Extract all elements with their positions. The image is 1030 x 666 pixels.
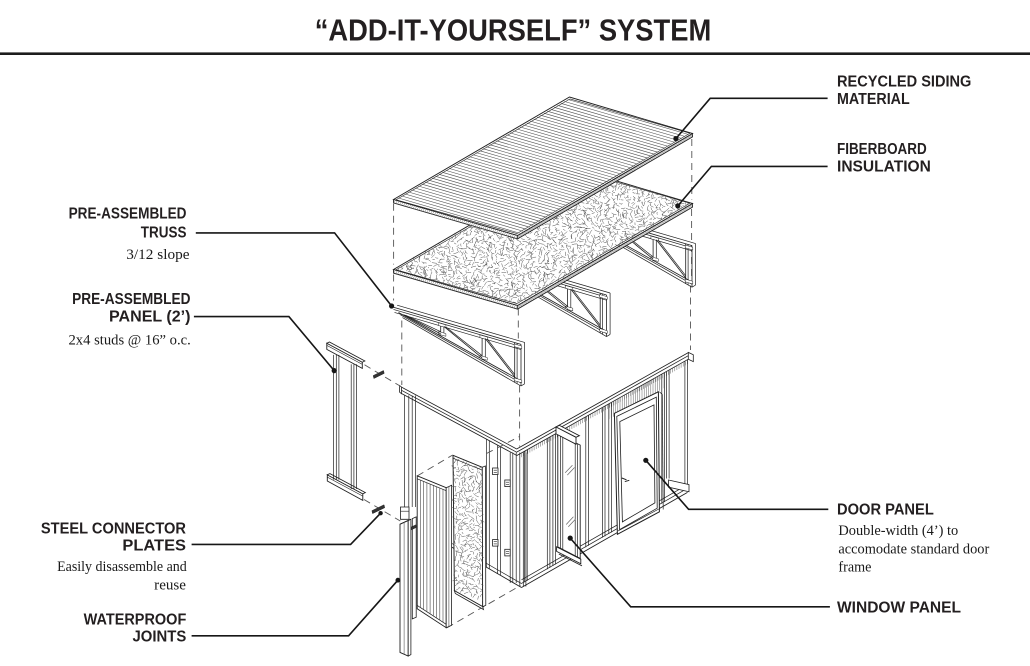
svg-text:accomodate standard door: accomodate standard door <box>838 541 989 557</box>
svg-text:reuse: reuse <box>154 577 186 593</box>
svg-text:2x4 studs @ 16” o.c.: 2x4 studs @ 16” o.c. <box>69 332 191 348</box>
svg-text:STEEL CONNECTOR: STEEL CONNECTOR <box>41 520 186 537</box>
svg-text:PANEL (2’): PANEL (2’) <box>109 309 191 326</box>
svg-text:3/12 slope: 3/12 slope <box>126 247 190 263</box>
svg-text:RECYCLED SIDING: RECYCLED SIDING <box>837 74 971 91</box>
svg-text:PRE-ASSEMBLED: PRE-ASSEMBLED <box>72 291 190 308</box>
svg-text:Easily disassemble and: Easily disassemble and <box>57 559 187 575</box>
svg-text:Double-width (4’) to: Double-width (4’) to <box>838 523 958 539</box>
svg-text:PRE-ASSEMBLED: PRE-ASSEMBLED <box>69 205 187 222</box>
svg-text:TRUSS: TRUSS <box>141 225 187 242</box>
svg-text:FIBERBOARD: FIBERBOARD <box>837 141 927 158</box>
svg-text:“ADD-IT-YOURSELF” SYSTEM: “ADD-IT-YOURSELF” SYSTEM <box>315 14 712 48</box>
svg-text:frame: frame <box>838 560 871 576</box>
svg-text:MATERIAL: MATERIAL <box>837 91 910 108</box>
svg-text:WATERPROOF: WATERPROOF <box>84 611 187 628</box>
svg-text:INSULATION: INSULATION <box>837 159 931 176</box>
svg-text:DOOR PANEL: DOOR PANEL <box>837 501 934 518</box>
svg-text:WINDOW PANEL: WINDOW PANEL <box>837 599 961 616</box>
svg-text:PLATES: PLATES <box>122 538 186 555</box>
svg-text:JOINTS: JOINTS <box>133 629 187 646</box>
